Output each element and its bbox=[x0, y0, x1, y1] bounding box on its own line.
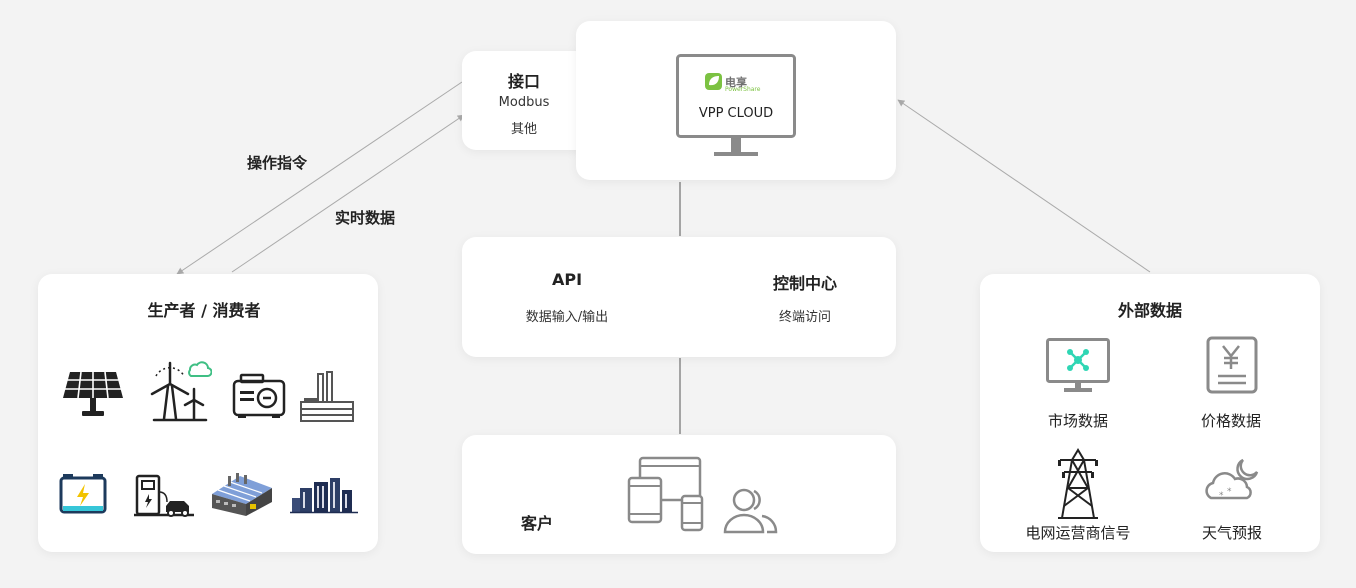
producers-title: 生产者 / 消费者 bbox=[147, 301, 261, 320]
monitor-icon bbox=[676, 54, 796, 156]
interface-item-modbus: Modbus bbox=[498, 95, 550, 110]
market-monitor-icon bbox=[1046, 338, 1110, 392]
warehouse-icon bbox=[212, 473, 272, 516]
svg-text:*: * bbox=[1219, 491, 1224, 501]
users-icon bbox=[723, 488, 778, 534]
realtime-arrow bbox=[231, 114, 465, 273]
external-arrow bbox=[897, 99, 1151, 273]
cloud-logo-text: 电享 bbox=[725, 76, 747, 89]
generator-icon bbox=[232, 373, 286, 418]
control-title: 控制中心 bbox=[772, 274, 838, 293]
weather-icon: ** bbox=[1205, 458, 1259, 501]
city-buildings-icon bbox=[290, 478, 358, 514]
svg-text:*: * bbox=[1227, 487, 1232, 497]
realtime-label: 实时数据 bbox=[335, 209, 396, 227]
api-title: API bbox=[551, 270, 583, 289]
powershare-logo-icon bbox=[705, 73, 722, 90]
factory-chimney-icon bbox=[300, 371, 354, 422]
interface-title: 接口 bbox=[507, 72, 541, 91]
devices-icon bbox=[627, 456, 704, 532]
price-document-icon bbox=[1206, 336, 1258, 394]
external-title: 外部数据 bbox=[1117, 301, 1183, 320]
battery-icon bbox=[59, 474, 107, 514]
market-data-label: 市场数据 bbox=[1047, 412, 1109, 430]
power-tower-icon bbox=[1058, 448, 1098, 519]
client-title: 客户 bbox=[521, 514, 554, 533]
ev-charger-icon bbox=[134, 474, 194, 517]
command-arrow bbox=[176, 81, 463, 275]
external-card bbox=[980, 274, 1320, 552]
weather-forecast-label: 天气预报 bbox=[1201, 524, 1263, 542]
api-sub: 数据输入/输出 bbox=[525, 310, 609, 325]
api-control-card bbox=[462, 237, 896, 357]
cloud-label: VPP CLOUD bbox=[698, 106, 774, 121]
wind-turbine-icon bbox=[150, 361, 212, 422]
grid-signal-label: 电网运营商信号 bbox=[1025, 524, 1131, 542]
cloud-logo-sub: PowerShare bbox=[725, 86, 761, 93]
price-data-label: 价格数据 bbox=[1200, 412, 1262, 430]
solar-panel-icon bbox=[63, 371, 123, 416]
control-sub: 终端访问 bbox=[778, 310, 832, 325]
interface-item-other: 其他 bbox=[510, 122, 538, 137]
command-label: 操作指令 bbox=[247, 154, 308, 172]
